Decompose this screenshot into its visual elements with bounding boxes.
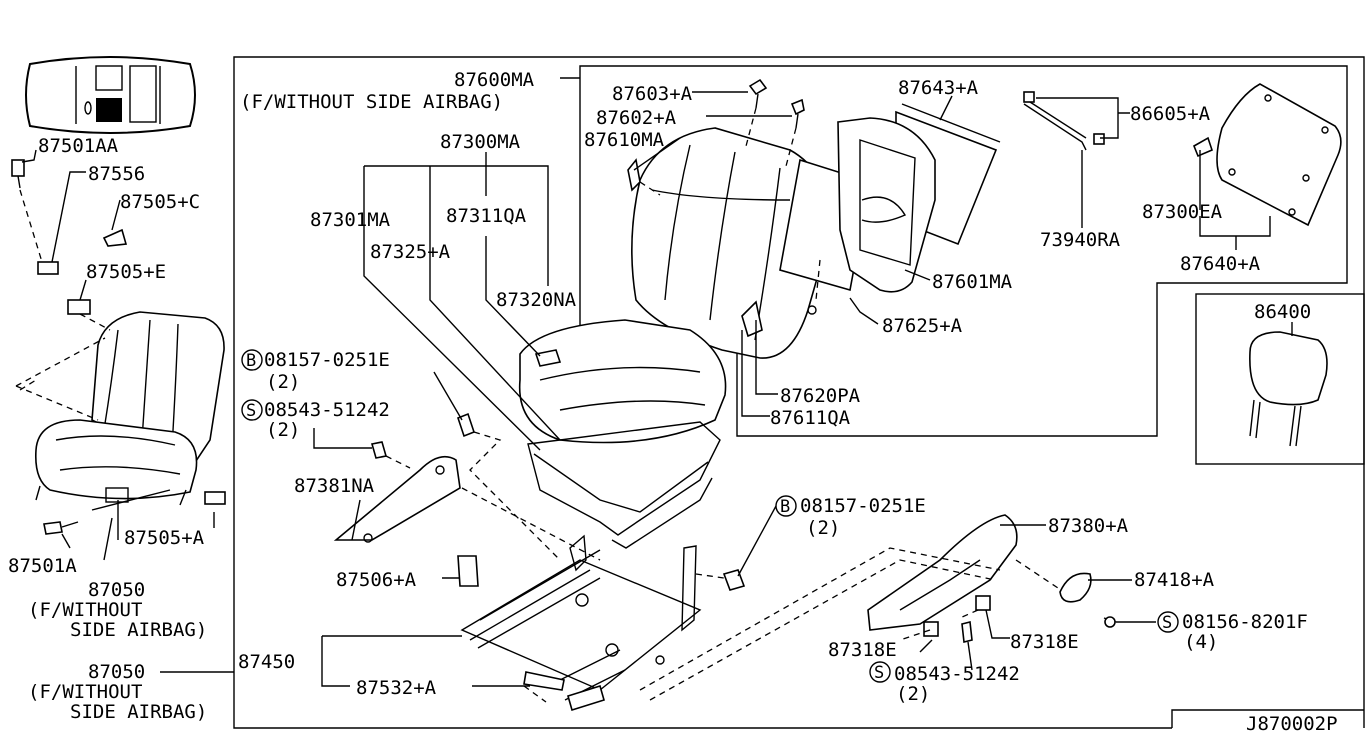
headrest: [1249, 331, 1328, 447]
label-87380A: 87380+A: [1048, 515, 1129, 537]
label-87611QA: 87611QA: [770, 407, 851, 429]
label-87532A: 87532+A: [356, 677, 437, 699]
label-without-a: (F/WITHOUT: [28, 599, 142, 621]
main-frame: [233, 56, 1365, 729]
headrest-subframe: [1195, 293, 1365, 465]
label-qty-b1: (2): [266, 371, 300, 393]
backrest-hardware: [627, 78, 1105, 315]
car-location-icon: [25, 56, 196, 134]
label-87311QA: 87311QA: [446, 205, 527, 227]
label-87300MA: 87300MA: [440, 131, 521, 153]
label-87418A: 87418+A: [1134, 569, 1215, 591]
label-08543-51242-1: 08543-51242: [264, 399, 390, 421]
label-86605A: 86605+A: [1130, 103, 1211, 125]
label-87301MA: 87301MA: [310, 209, 391, 231]
circled-b-2: B: [775, 495, 797, 517]
label-87501AA: 87501AA: [38, 135, 119, 157]
side-trim-left: [333, 455, 461, 543]
complete-seat-illustration: [34, 311, 225, 511]
diagram-code: J870002P: [1246, 713, 1338, 735]
label-08543-51242-2: 08543-51242: [894, 663, 1020, 685]
label-qty-s3: (4): [1184, 631, 1218, 653]
seat-cushion-frame: [527, 421, 721, 549]
label-87325A: 87325+A: [370, 241, 451, 263]
part-labels: 87600MA (F/WITHOUT SIDE AIRBAG) 87603+A …: [8, 69, 1338, 735]
label-87381NA: 87381NA: [294, 475, 375, 497]
circled-s-2: S: [869, 661, 891, 683]
hidden-lines: [385, 431, 1059, 703]
label-87318E-1: 87318E: [1010, 631, 1079, 653]
label-87643A: 87643+A: [898, 77, 979, 99]
label-87450: 87450: [238, 651, 295, 673]
label-87640A: 87640+A: [1180, 253, 1261, 275]
label-qty-s1: (2): [266, 419, 300, 441]
label-without-b: (F/WITHOUT: [28, 681, 142, 703]
label-87501A: 87501A: [8, 555, 77, 577]
backboard-panel: [1192, 83, 1342, 227]
label-without-airbag: (F/WITHOUT SIDE AIRBAG): [240, 91, 503, 113]
label-87602A: 87602+A: [596, 107, 677, 129]
label-86400: 86400: [1254, 301, 1311, 323]
label-87318E-2: 87318E: [828, 639, 897, 661]
circle-letter: S: [1162, 613, 1172, 633]
seat-adjuster: [460, 534, 702, 712]
label-87505E: 87505+E: [86, 261, 166, 283]
seat-cushion: [518, 319, 727, 444]
backrest-cover: [631, 127, 830, 359]
label-87050-a: 87050: [88, 579, 145, 601]
label-87556: 87556: [88, 163, 145, 185]
knob-and-clips: [370, 412, 1117, 691]
circle-letter: S: [246, 401, 256, 421]
label-87506A: 87506+A: [336, 569, 417, 591]
circle-letter: B: [246, 351, 256, 371]
side-trim-right: [867, 514, 1018, 631]
label-87610MA: 87610MA: [584, 129, 665, 151]
label-87505C: 87505+C: [120, 191, 200, 213]
circle-letter: B: [780, 497, 790, 517]
label-side-airbag-b: SIDE AIRBAG): [70, 701, 207, 723]
leader-lines: [21, 77, 1293, 687]
label-qty-s2: (2): [896, 683, 930, 705]
circled-s-1: S: [241, 399, 263, 421]
label-qty-b2: (2): [806, 517, 840, 539]
label-08156-8201F: 08156-8201F: [1182, 611, 1308, 633]
label-87505A: 87505+A: [124, 527, 205, 549]
circled-s-3: S: [1157, 611, 1179, 633]
label-87601MA: 87601MA: [932, 271, 1013, 293]
small-parts-left: [11, 159, 226, 535]
label-87600MA: 87600MA: [454, 69, 535, 91]
circle-letter: S: [874, 663, 884, 683]
label-87620PA: 87620PA: [780, 385, 861, 407]
circled-b-1: B: [241, 349, 263, 371]
label-87603A: 87603+A: [612, 83, 693, 105]
label-side-airbag-a: SIDE AIRBAG): [70, 619, 207, 641]
label-73940RA: 73940RA: [1040, 229, 1121, 251]
label-08157-0251E-2: 08157-0251E: [800, 495, 926, 517]
label-87320NA: 87320NA: [496, 289, 577, 311]
label-87300EA: 87300EA: [1142, 201, 1223, 223]
label-87625A: 87625+A: [882, 315, 963, 337]
label-87050-b: 87050: [88, 661, 145, 683]
label-08157-0251E-1: 08157-0251E: [264, 349, 390, 371]
backrest-frame: [837, 117, 936, 293]
